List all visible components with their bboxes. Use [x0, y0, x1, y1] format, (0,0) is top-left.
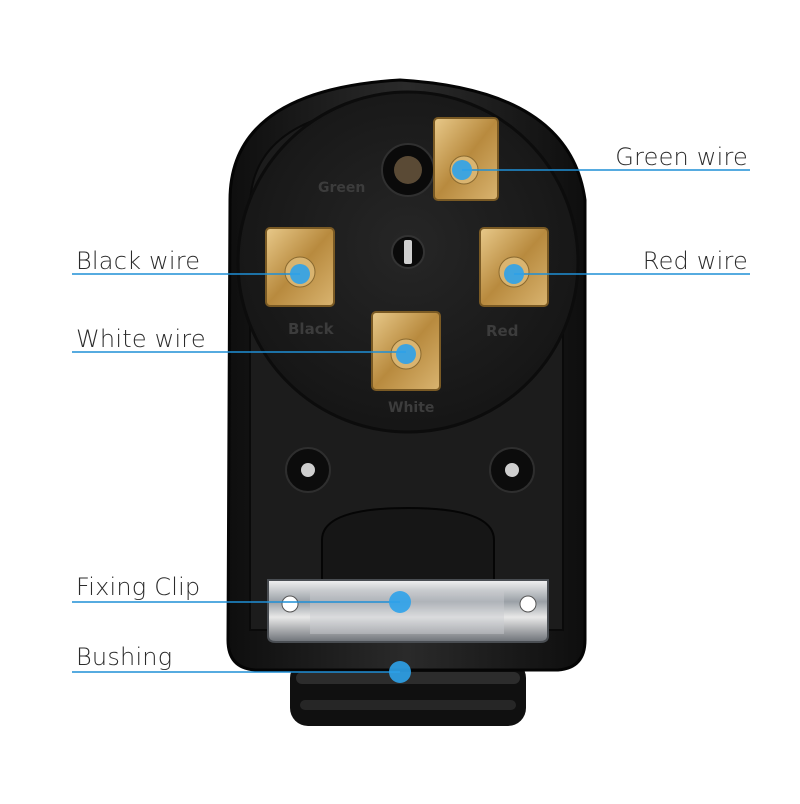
label-black-wire: Black wire	[76, 247, 201, 275]
label-white-wire: White wire	[76, 325, 206, 353]
embossed-green: Green	[318, 180, 365, 196]
callout-dots	[290, 160, 524, 683]
mounting-screw-left	[285, 447, 331, 493]
embossed-red: Red	[486, 322, 518, 340]
label-fixing-clip: Fixing Clip	[76, 573, 201, 601]
cable-sleeve	[321, 506, 495, 601]
bushing	[290, 660, 526, 726]
label-green-wire: Green wire	[615, 143, 748, 171]
label-red-wire: Red wire	[642, 247, 748, 275]
ground-socket	[381, 143, 435, 197]
embossed-black: Black	[288, 320, 335, 338]
embossed-white: White	[388, 400, 434, 416]
center-screw	[391, 235, 425, 269]
fixing-clip	[267, 579, 549, 643]
callout-lines	[72, 169, 750, 673]
terminal-green	[433, 117, 499, 201]
label-bushing: Bushing	[76, 643, 173, 671]
mounting-screw-right	[489, 447, 535, 493]
